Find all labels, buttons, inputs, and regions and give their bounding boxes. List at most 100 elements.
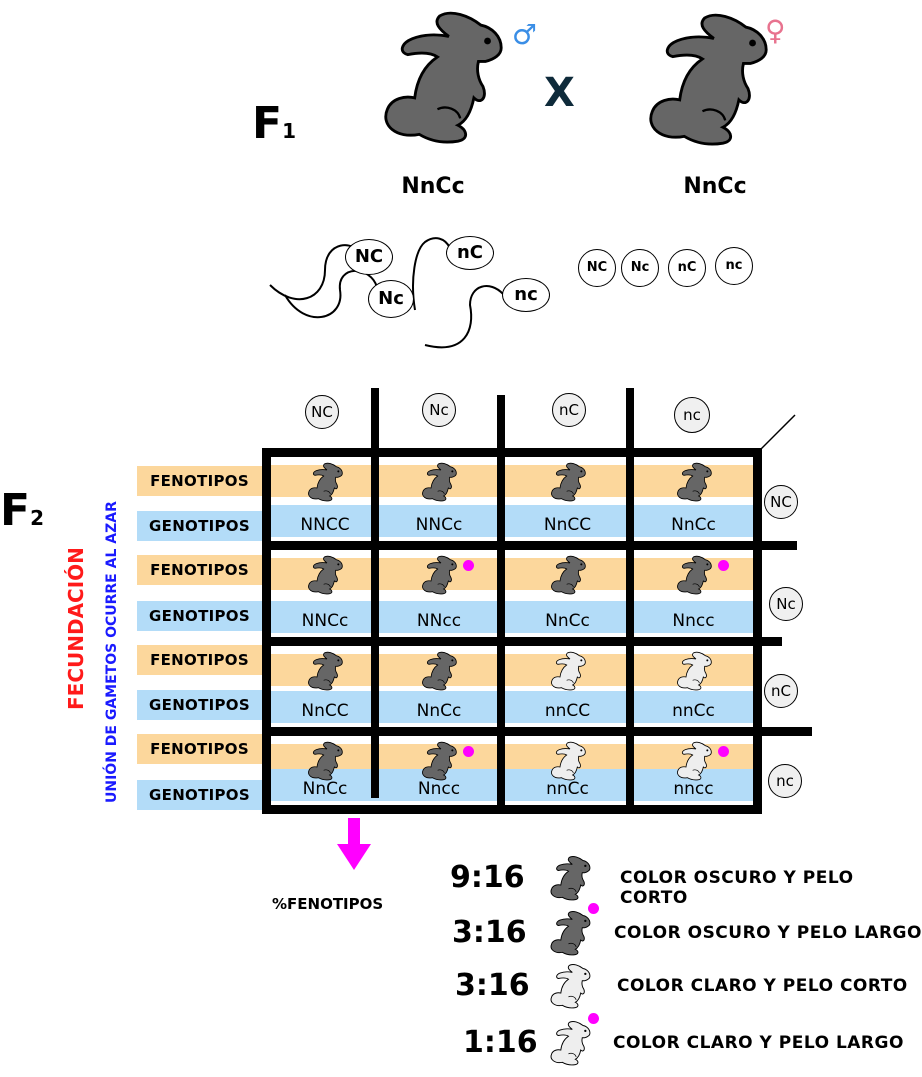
dark-rabbit-icon <box>422 741 457 781</box>
row-gamete: nC <box>764 674 798 708</box>
punnett-cell: Nncc <box>634 550 753 637</box>
grid-line <box>262 448 271 814</box>
dark-rabbit-icon <box>422 651 457 691</box>
egg-gamete: Nc <box>621 249 659 287</box>
dark-rabbit-icon <box>676 462 712 502</box>
cell-genotype: nncc <box>673 779 714 799</box>
legend-ratio: 9:16 <box>450 860 525 895</box>
male-symbol-icon: ♂ <box>512 18 538 51</box>
genotipos-label: GENOTIPOS <box>137 780 262 810</box>
fenotipos-label: FENOTIPOS <box>137 466 262 496</box>
punnett-cell: Nncc <box>379 736 499 805</box>
fecundacion-label: FECUNDACIÓN <box>64 547 88 710</box>
dark-rabbit-icon <box>308 651 343 691</box>
genotype-band <box>271 505 379 537</box>
genotipos-label: GENOTIPOS <box>137 601 262 631</box>
phenotype-percent-label: %FENOTIPOS <box>272 895 384 913</box>
long-hair-marker <box>717 560 729 571</box>
cell-genotype: NNCc <box>415 515 463 535</box>
punnett-cell: NNCc <box>271 550 379 637</box>
fenotipos-label: FENOTIPOS <box>137 645 262 675</box>
female-parent-rabbit <box>649 13 768 146</box>
column-gamete: nc <box>674 397 710 433</box>
row-gamete: nc <box>768 764 802 798</box>
long-hair-marker <box>588 903 599 914</box>
punnett-cell: NnCc <box>379 646 499 727</box>
punnett-cell: NNcc <box>379 550 499 637</box>
punnett-cell: NnCc <box>271 736 379 805</box>
long-hair-marker <box>588 1013 599 1024</box>
punnett-cell: NnCC <box>271 646 379 727</box>
egg-gamete: nc <box>715 247 753 285</box>
long-hair-marker <box>717 746 729 757</box>
legend-ratio: 1:16 <box>463 1025 538 1060</box>
genotype-band <box>634 505 753 537</box>
punnett-cell: NNCC <box>271 457 379 541</box>
male-parent-rabbit <box>384 11 503 144</box>
down-arrow-icon <box>337 818 371 870</box>
light-rabbit-icon <box>550 651 586 691</box>
genotype-band <box>505 601 630 633</box>
legend-ratio: 3:16 <box>452 915 527 950</box>
row-gamete: Nc <box>769 587 803 621</box>
grid-line <box>262 805 762 814</box>
sperm-gamete: nC <box>446 236 494 270</box>
cell-genotype: NNCc <box>301 611 349 631</box>
legend-description: COLOR CLARO Y PELO LARGO <box>613 1033 904 1053</box>
sperm-gamete: NC <box>345 239 393 275</box>
sperm-gamete: nc <box>502 278 550 312</box>
cell-genotype: NnCC <box>301 701 349 721</box>
cell-genotype: nnCC <box>544 701 591 721</box>
cell-genotype: NNcc <box>416 611 462 631</box>
column-gamete: NC <box>305 395 339 429</box>
light-rabbit-icon <box>676 651 712 691</box>
light-rabbit-icon <box>676 741 712 781</box>
dark-rabbit-icon <box>550 555 586 595</box>
punnett-cell: nncc <box>634 736 753 805</box>
grid-line <box>262 541 797 550</box>
genotype-band <box>505 505 630 537</box>
genotipos-label: GENOTIPOS <box>137 690 262 720</box>
dark-rabbit-icon <box>308 555 343 595</box>
legend-description: COLOR CLARO Y PELO CORTO <box>617 976 908 996</box>
legend-ratio: 3:16 <box>455 968 530 1003</box>
fenotipos-label: FENOTIPOS <box>137 555 262 585</box>
female-parent-genotype: NnCc <box>683 174 747 199</box>
dark-rabbit-icon <box>550 856 591 901</box>
sperm-gamete: Nc <box>368 280 414 318</box>
genotype-band <box>634 691 753 723</box>
grid-line <box>753 452 762 814</box>
cell-genotype: Nncc <box>417 779 461 799</box>
grid-line <box>626 388 634 814</box>
grid-line <box>262 448 762 457</box>
long-hair-marker <box>463 746 474 757</box>
light-rabbit-icon <box>550 964 591 1009</box>
long-hair-marker <box>463 560 474 571</box>
punnett-cell: nnCC <box>505 646 630 727</box>
genotype-band <box>379 505 499 537</box>
column-gamete: Nc <box>422 393 456 427</box>
light-rabbit-icon <box>550 1021 591 1066</box>
genotype-band <box>379 601 499 633</box>
punnett-cell: nnCc <box>505 736 630 805</box>
dark-rabbit-icon <box>308 741 343 781</box>
cell-genotype: nnCc <box>546 779 589 799</box>
cross-symbol: X <box>544 70 575 116</box>
cell-genotype: NnCc <box>671 515 716 535</box>
row-gamete: NC <box>764 485 798 519</box>
cell-genotype: NnCc <box>545 611 590 631</box>
f1-label: F1 <box>252 98 296 149</box>
punnett-cell: NnCC <box>505 457 630 541</box>
legend-description: COLOR OSCURO Y PELO LARGO <box>614 923 922 943</box>
genotype-band <box>271 601 379 633</box>
female-symbol-icon: ♀ <box>765 14 786 47</box>
dark-rabbit-icon <box>422 555 457 595</box>
light-rabbit-icon <box>550 741 586 781</box>
union-gametos-label: UNIÓN DE GAMETOS OCURRE AL AZAR <box>104 501 120 803</box>
punnett-cell: NnCc <box>505 550 630 637</box>
fenotipos-label: FENOTIPOS <box>137 734 262 764</box>
cell-genotype: nnCc <box>672 701 715 721</box>
grid-line <box>262 727 812 736</box>
dark-rabbit-icon <box>550 462 586 502</box>
